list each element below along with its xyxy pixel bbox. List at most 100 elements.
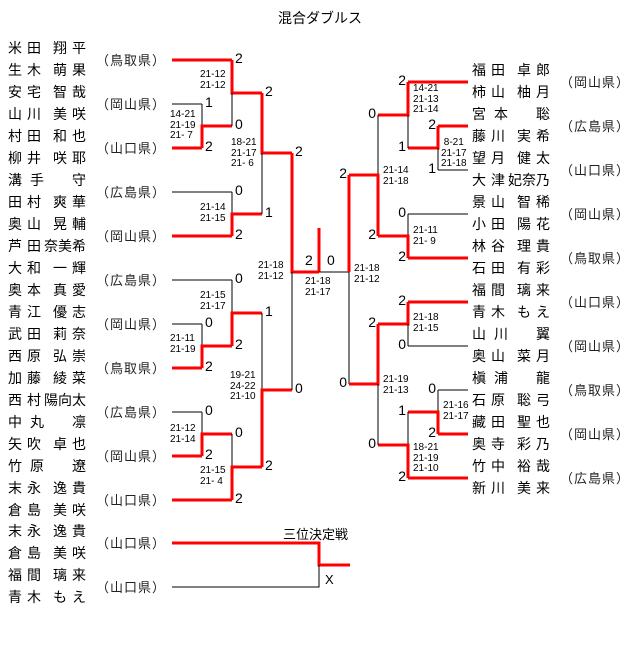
bracket-line xyxy=(200,124,232,148)
family-name: 中丸 xyxy=(8,415,52,431)
player-name: 村田和也 xyxy=(8,126,86,148)
prefecture-label: （広島県） xyxy=(560,472,631,487)
right-entry: 林谷理貴石田有彩（鳥取県） xyxy=(472,236,640,280)
family-name: 福間 xyxy=(472,283,510,299)
match-score: 1 xyxy=(265,303,273,319)
family-name: 竹原 xyxy=(8,459,52,475)
given-name: 聡弓 xyxy=(517,393,555,409)
match-score: 2 xyxy=(428,116,436,132)
match-score: 0 xyxy=(368,105,376,121)
player-name: 加藤綾菜 xyxy=(8,368,86,390)
bracket-line xyxy=(260,93,292,155)
player-name: 新川美来 xyxy=(472,478,550,500)
bracket-line xyxy=(378,443,410,478)
match-score: 2 xyxy=(398,248,406,264)
game-scores: 21-18 21-15 xyxy=(413,312,439,334)
family-name: 末永 xyxy=(8,481,46,497)
match-score: 0 xyxy=(428,380,436,396)
bracket-line xyxy=(349,324,380,386)
given-name: 智稀 xyxy=(517,195,555,211)
player-name: 柿山柚月 xyxy=(472,82,550,104)
left-entry: 溝手守田村爽華（広島県） xyxy=(8,170,178,214)
given-name: 健太 xyxy=(517,151,555,167)
player-name: 末永逸貴 xyxy=(8,478,86,500)
family-name: 田村 xyxy=(8,195,46,211)
left-entry: 末永逸貴倉島美咲（山口県） xyxy=(8,478,178,522)
given-name: もえ xyxy=(517,305,555,321)
player-name: 福間璃来 xyxy=(8,565,86,587)
given-name: 実希 xyxy=(517,129,555,145)
match-score: 2 xyxy=(398,72,406,88)
left-entry: 西村陽向太中丸凛（広島県） xyxy=(8,390,178,434)
prefecture-label: （広島県） xyxy=(560,120,631,135)
right-entry: 福間璃来青木もえ（山口県） xyxy=(472,280,640,324)
player-name: 西原弘崇 xyxy=(8,346,86,368)
match-score: 0 xyxy=(295,380,303,396)
family-name: 小田 xyxy=(472,217,510,233)
third-place-result: X xyxy=(325,572,334,587)
family-name: 末永 xyxy=(8,524,46,540)
page-title: 混合ダブルス xyxy=(278,11,362,27)
match-score: 0 xyxy=(235,182,243,198)
given-name: 和也 xyxy=(53,129,91,145)
player-name: 倉島美咲 xyxy=(8,543,86,565)
match-score: 2 xyxy=(205,446,213,462)
game-scores: 18-21 21-17 21- 6 xyxy=(231,137,257,169)
match-score: 2 xyxy=(339,165,347,181)
player-name: 青木もえ xyxy=(472,302,550,324)
given-name: 卓郎 xyxy=(517,63,555,79)
game-scores: 14-21 21-13 21-14 xyxy=(413,83,439,115)
family-name: 大津 xyxy=(472,173,510,189)
family-name: 林谷 xyxy=(472,239,510,255)
player-name: 青木もえ xyxy=(8,587,86,609)
left-entry: 安宅智哉山川美咲（岡山県） xyxy=(8,82,178,126)
given-name: 綾菜 xyxy=(53,371,91,387)
bracket-line xyxy=(349,173,380,236)
prefecture-label: （山口県） xyxy=(560,296,631,311)
player-name: 山川翼 xyxy=(472,324,550,346)
player-name: 奥寺彩乃 xyxy=(472,434,550,456)
family-name: 倉島 xyxy=(8,503,46,519)
match-score: 1 xyxy=(398,138,406,154)
prefecture-label: （山口県） xyxy=(96,142,167,157)
given-name: 萌果 xyxy=(53,63,91,79)
given-name: 妃奈乃 xyxy=(508,173,550,189)
given-name: 晃輔 xyxy=(53,217,91,233)
third-place-title: 三位決定戦 xyxy=(283,528,349,543)
prefecture-label: （岡山県） xyxy=(96,230,167,245)
right-entry: 竹中裕哉新川美来 （広島県） xyxy=(472,456,640,500)
family-name: 青木 xyxy=(472,305,510,321)
match-score: 0 xyxy=(339,374,347,390)
family-name: 芦田 xyxy=(8,239,46,255)
family-name: 新川 xyxy=(472,481,510,497)
player-name: 竹原遼 xyxy=(8,456,86,478)
given-name: もえ xyxy=(53,590,91,606)
match-score: 2 xyxy=(398,292,406,308)
final-game-scores: 21-18 21-17 xyxy=(305,276,331,298)
prefecture-label: （岡山県） xyxy=(560,76,631,91)
final-score-right: 0 xyxy=(327,252,335,268)
player-name: 林谷理貴 xyxy=(472,236,550,258)
prefecture-label: （岡山県） xyxy=(560,208,631,223)
family-name: 奥山 xyxy=(8,217,46,233)
prefecture-label: （山口県） xyxy=(96,537,167,552)
game-scores: 21-18 21-12 xyxy=(258,260,284,282)
bracket-line xyxy=(200,432,232,456)
prefecture-label: （鳥取県） xyxy=(560,384,631,399)
game-scores: 21-12 21-14 xyxy=(170,423,196,445)
given-name: 菜月 xyxy=(517,349,555,365)
match-score: 0 xyxy=(205,402,213,418)
given-name: 柚月 xyxy=(517,85,555,101)
match-score: 2 xyxy=(368,314,376,330)
bracket-line xyxy=(230,212,262,236)
match-score: 1 xyxy=(265,204,273,220)
player-name: 中丸凛 xyxy=(8,412,86,434)
match-score: 2 xyxy=(398,468,406,484)
given-name: 美咲 xyxy=(53,546,91,562)
match-score: 0 xyxy=(235,424,243,440)
player-name: 安宅智哉 xyxy=(8,82,86,104)
player-name: 竹中裕哉 xyxy=(472,456,550,478)
given-name: 翔平 xyxy=(53,41,91,57)
right-entry: 宮本聡藤川実希（広島県） xyxy=(472,104,640,148)
